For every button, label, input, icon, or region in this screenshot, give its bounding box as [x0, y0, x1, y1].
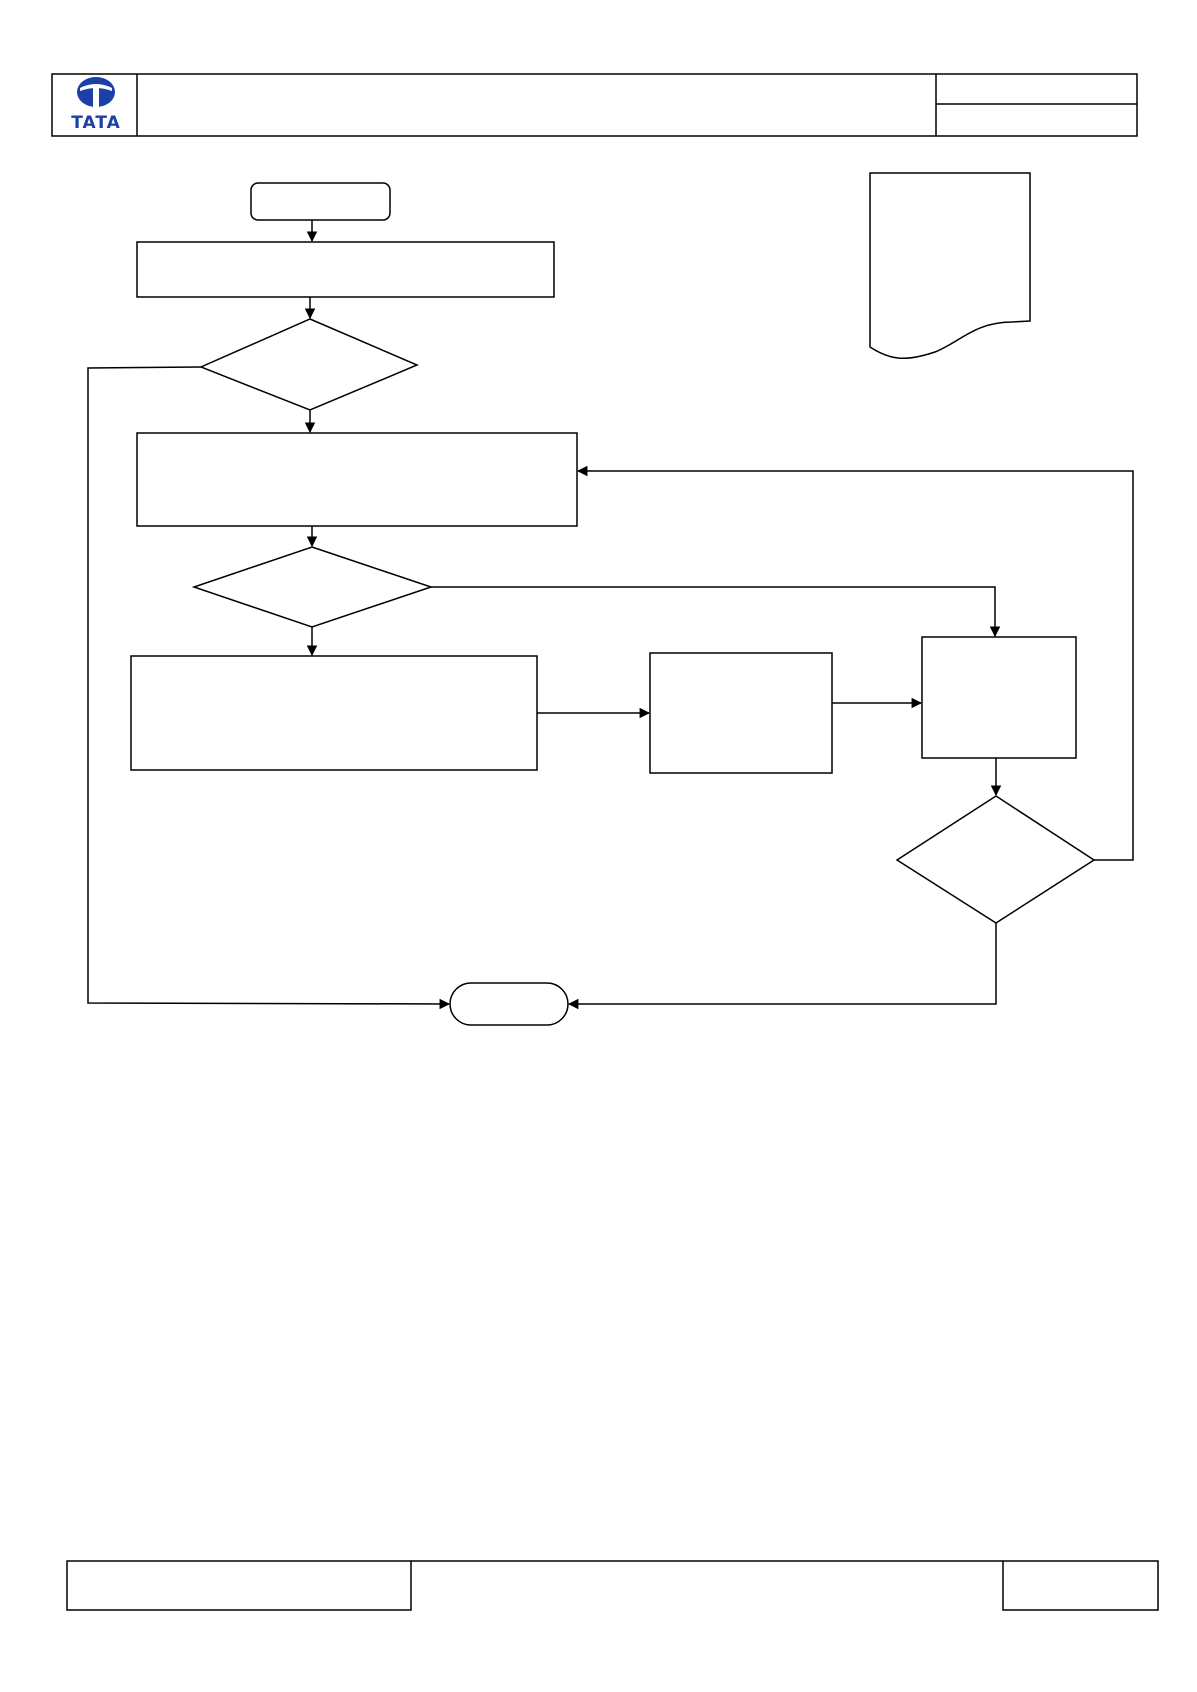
tata-logo-text: TATA [71, 113, 121, 133]
process-box-3 [130, 655, 538, 771]
footer-table [66, 1560, 1159, 1611]
connector-decision-1-to-end [87, 366, 451, 1010]
header-table [51, 73, 1138, 137]
tata-logo-mark [77, 77, 115, 107]
connector-decision-3-to-end [567, 923, 997, 1010]
connector-decision-3-loop-to-process-2 [576, 465, 1134, 861]
process-box-2 [136, 432, 578, 527]
process-box-4 [649, 652, 833, 774]
decision-2 [191, 546, 434, 628]
process-box-1 [136, 241, 555, 298]
start-terminal [250, 182, 391, 221]
end-terminal [449, 982, 569, 1026]
process-box-5 [921, 636, 1077, 759]
decision-3 [895, 795, 1096, 924]
connector-decision-2-to-process-5 [431, 586, 1001, 638]
tata-logo: TATA [71, 77, 121, 133]
decision-1 [199, 318, 419, 411]
document-symbol [869, 172, 1031, 360]
